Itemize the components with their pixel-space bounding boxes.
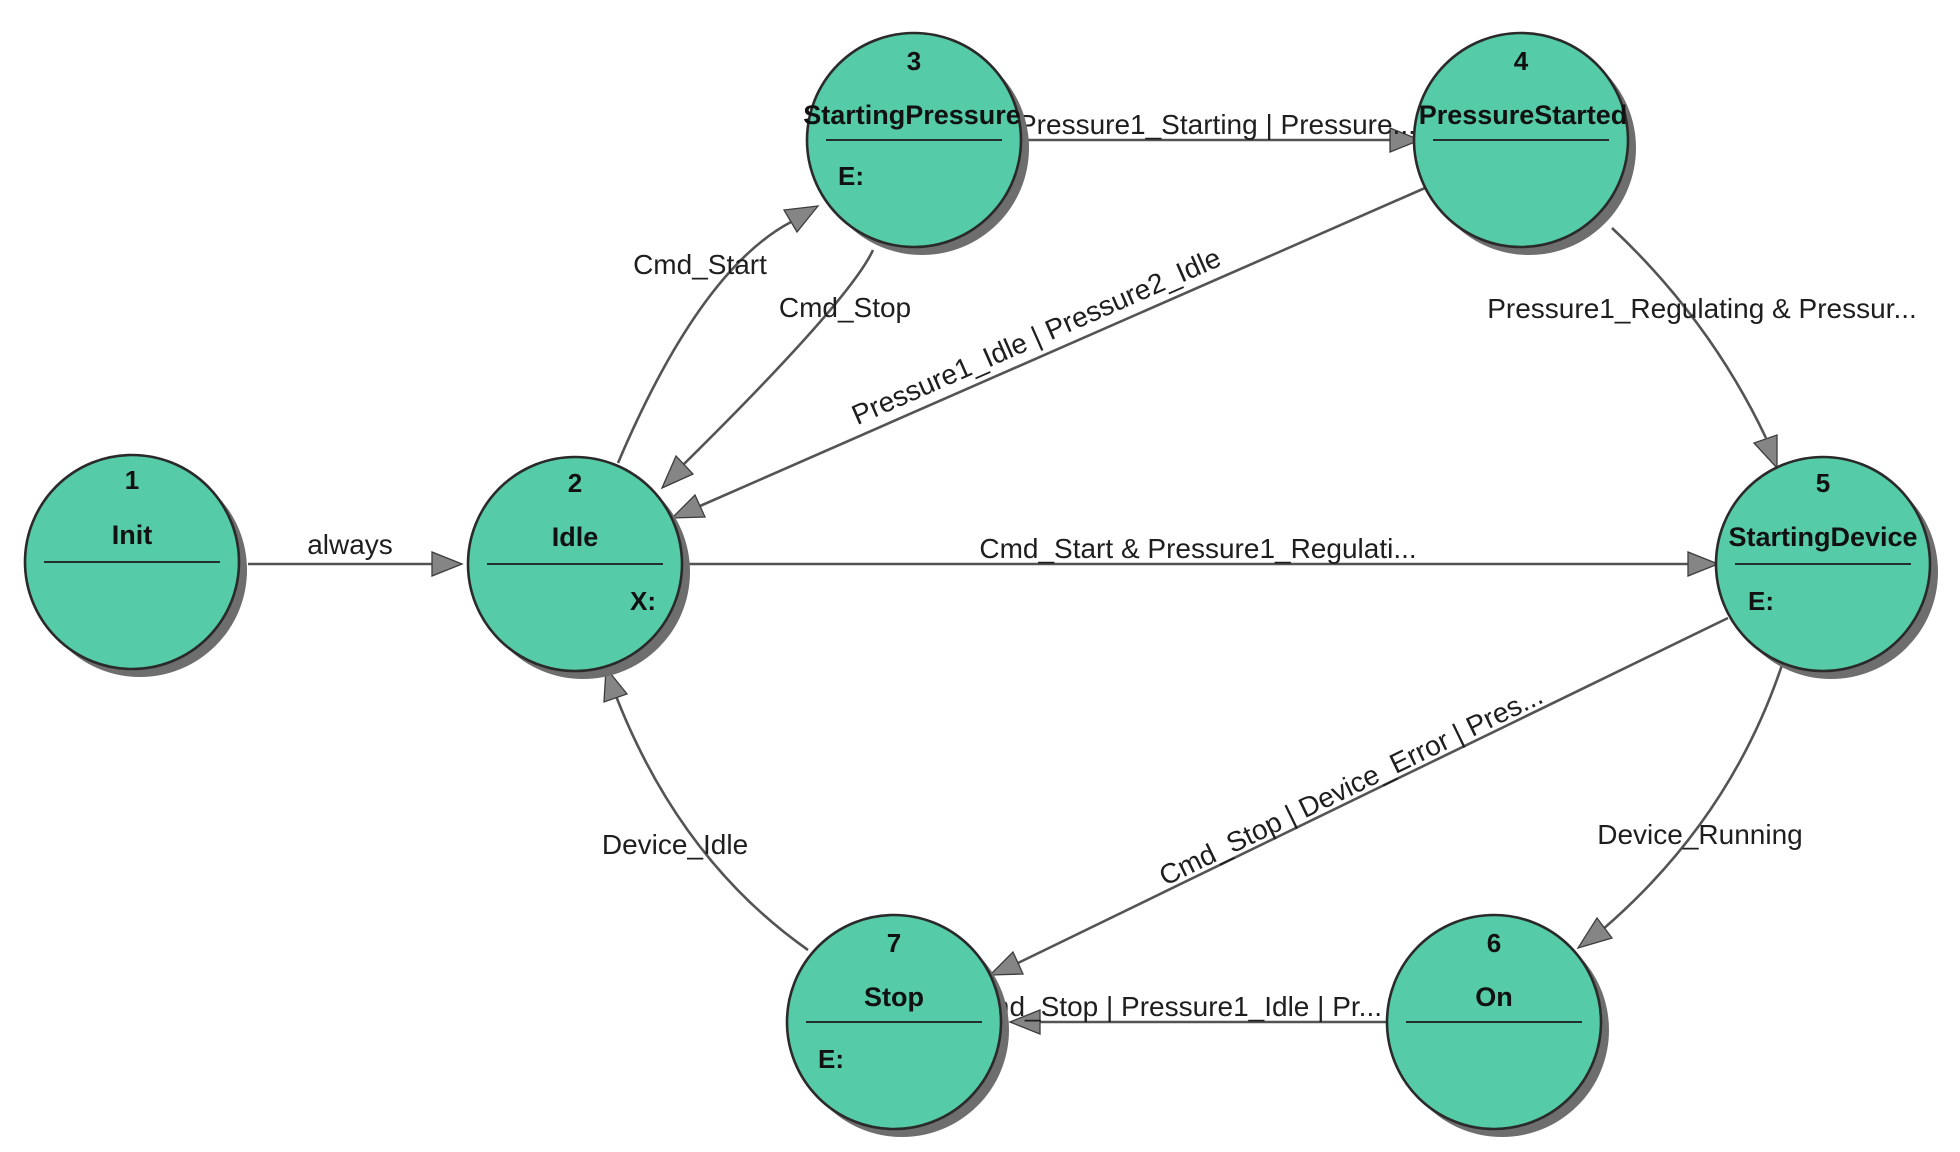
transition-label: Cmd_Stop bbox=[779, 292, 911, 323]
transition-label: Device_Idle bbox=[602, 829, 748, 860]
state-name: Stop bbox=[864, 982, 924, 1012]
transition-idle-to-startingdevice[interactable]: Cmd_Start & Pressure1_Regulati... bbox=[684, 533, 1720, 577]
transition-startingdevice-to-stop[interactable]: Cmd_Stop | Device_Error | Pres... bbox=[988, 616, 1729, 976]
state-name: Init bbox=[112, 520, 153, 550]
transition-startingpressure-to-idle[interactable]: Cmd_Stop bbox=[660, 249, 911, 490]
state-number: 4 bbox=[1514, 46, 1529, 76]
state-number: 5 bbox=[1816, 468, 1830, 498]
transition-on-to-stop[interactable]: Cmd_Stop | Pressure1_Idle | Pr... bbox=[966, 991, 1388, 1035]
state-init[interactable]: 1 Init bbox=[23, 453, 247, 677]
transition-idle-to-startingpressure[interactable]: Cmd_Start bbox=[616, 205, 820, 464]
transition-label: Cmd_Stop | Pressure1_Idle | Pr... bbox=[966, 991, 1382, 1022]
state-on[interactable]: 6 On bbox=[1385, 913, 1609, 1137]
transition-label: Cmd_Stop | Device_Error | Pres... bbox=[1154, 679, 1547, 891]
transition-startingpressure-to-pressurestarted[interactable]: Pressure1_Starting | Pressure... bbox=[1018, 109, 1422, 153]
state-entry-action: E: bbox=[838, 161, 864, 191]
state-exit-action: X: bbox=[630, 586, 656, 616]
transition-label: Cmd_Start & Pressure1_Regulati... bbox=[979, 533, 1416, 564]
state-name: StartingPressure bbox=[803, 100, 1021, 130]
state-number: 2 bbox=[568, 468, 582, 498]
transition-label: Pressure1_Regulating & Pressur... bbox=[1487, 293, 1917, 324]
transition-startingdevice-to-on[interactable]: Device_Running bbox=[1576, 664, 1803, 950]
state-name: PressureStarted bbox=[1419, 100, 1628, 130]
state-pressurestarted[interactable]: 4 PressureStarted bbox=[1412, 31, 1636, 255]
transition-label: Pressure1_Idle | Pressure2_Idle bbox=[847, 242, 1225, 431]
transition-label: always bbox=[307, 529, 393, 560]
state-number: 1 bbox=[125, 465, 139, 495]
state-idle[interactable]: 2 Idle X: bbox=[466, 455, 690, 679]
transition-label: Cmd_Start bbox=[633, 249, 767, 280]
state-number: 3 bbox=[907, 46, 921, 76]
state-name: On bbox=[1475, 982, 1513, 1012]
transition-pressurestarted-to-startingdevice[interactable]: Pressure1_Regulating & Pressur... bbox=[1487, 227, 1917, 470]
state-number: 7 bbox=[887, 928, 901, 958]
state-entry-action: E: bbox=[1748, 586, 1774, 616]
transition-stop-to-idle[interactable]: Device_Idle bbox=[602, 666, 809, 952]
state-name: Idle bbox=[552, 522, 599, 552]
state-startingpressure[interactable]: 3 StartingPressure E: bbox=[803, 31, 1029, 255]
state-startingdevice[interactable]: 5 StartingDevice E: bbox=[1714, 455, 1938, 679]
transition-init-to-idle[interactable]: always bbox=[248, 529, 464, 577]
state-stop[interactable]: 7 Stop E: bbox=[785, 913, 1009, 1137]
state-number: 6 bbox=[1487, 928, 1501, 958]
state-name: StartingDevice bbox=[1728, 522, 1917, 552]
state-entry-action: E: bbox=[818, 1044, 844, 1074]
transition-label: Device_Running bbox=[1597, 819, 1802, 850]
transition-pressurestarted-to-idle[interactable]: Pressure1_Idle | Pressure2_Idle bbox=[670, 186, 1426, 519]
states: 1 Init 2 Idle X: 3 StartingPressure E: 4 bbox=[23, 31, 1938, 1137]
transition-label: Pressure1_Starting | Pressure... bbox=[1018, 109, 1416, 140]
